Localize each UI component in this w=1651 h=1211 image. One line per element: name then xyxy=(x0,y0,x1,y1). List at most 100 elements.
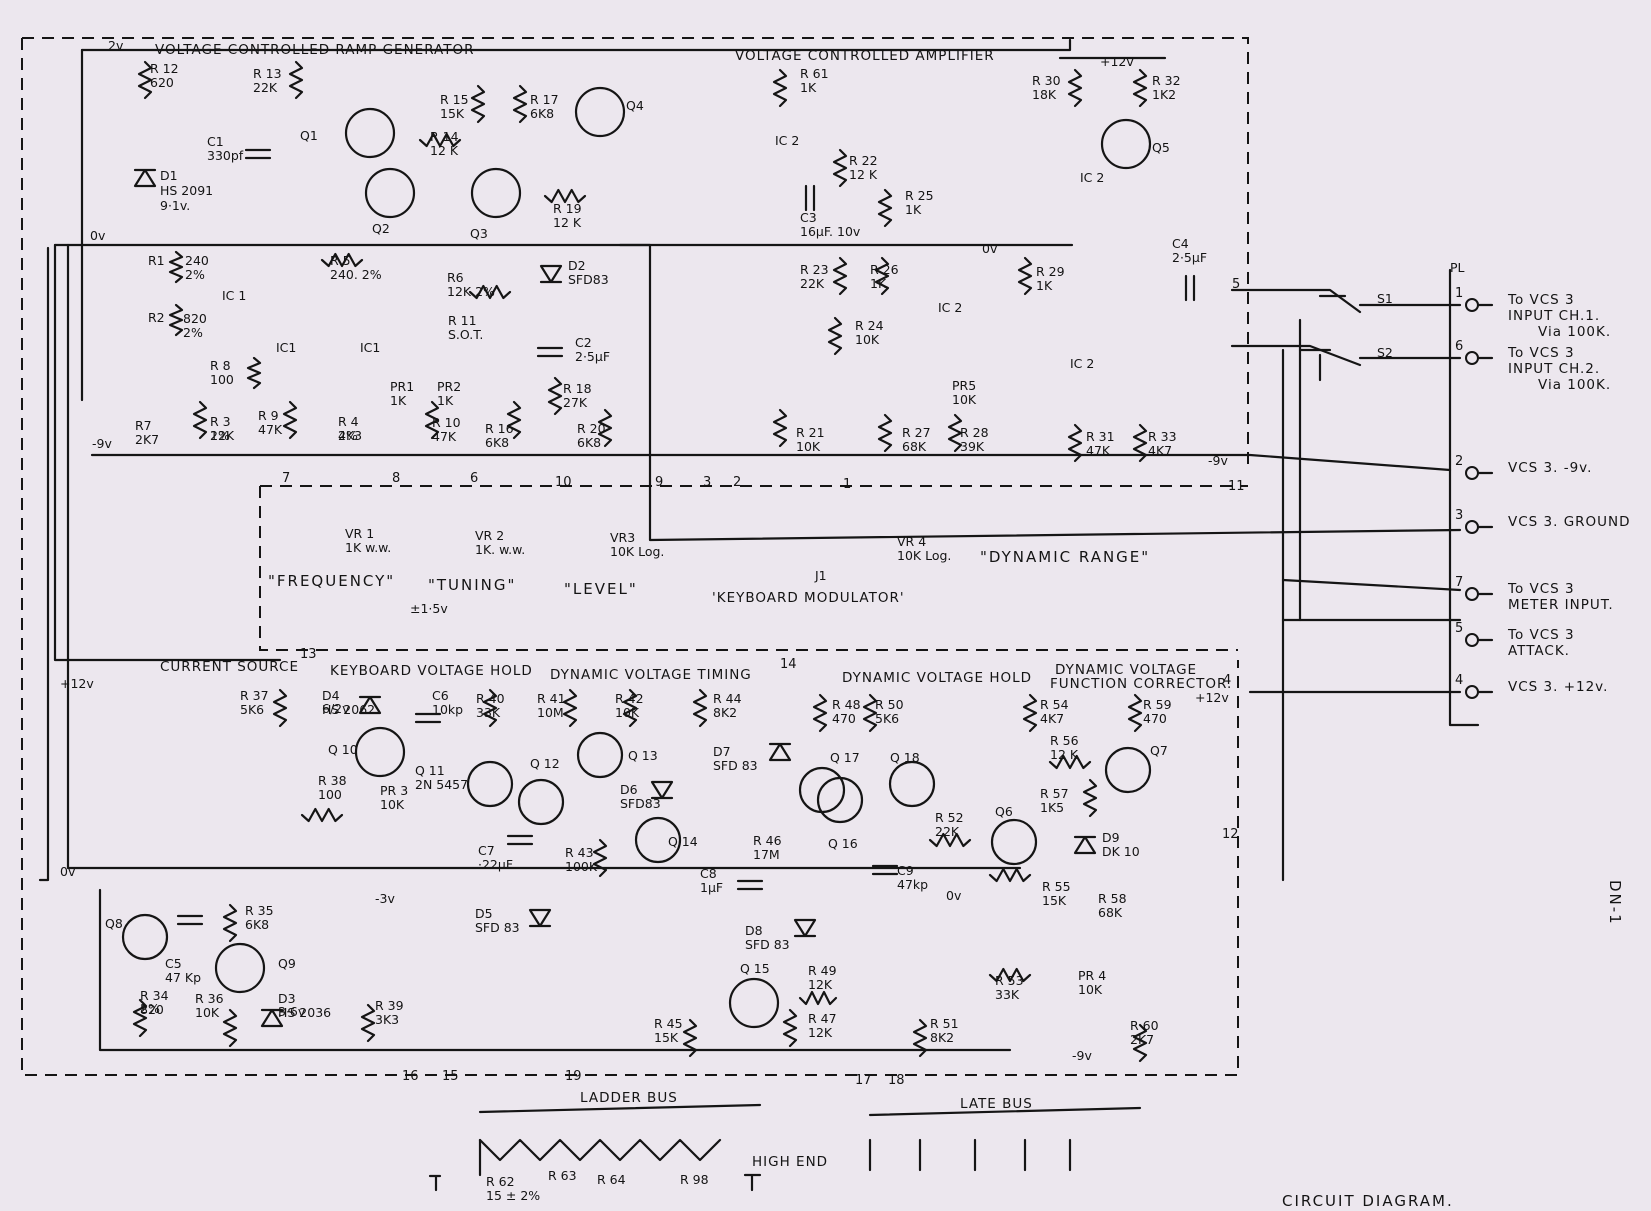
capacitor-symbol xyxy=(1184,274,1196,302)
rail-labels: 2v 0v -9v +12v +12v +12v -9v 0v -3v 0v -… xyxy=(60,38,1229,1063)
value-r33: 4K7 xyxy=(1148,443,1172,458)
value-d6: SFD83 xyxy=(620,796,661,811)
ref-vr2: VR 2 xyxy=(475,528,504,543)
rail-plus12-left: +12v xyxy=(60,676,94,691)
active-components xyxy=(133,148,1196,1028)
value-r6: 12K 2% xyxy=(447,284,495,299)
value-r39: 3K3 xyxy=(375,1012,399,1027)
ref-q18: Q 18 xyxy=(890,750,920,765)
connector-pin-6 xyxy=(1465,351,1479,365)
resistor-body xyxy=(827,316,843,356)
ref-r60: R 60 xyxy=(1130,1018,1159,1033)
capacitor-symbol xyxy=(871,864,899,876)
ref-q1: Q1 xyxy=(300,128,318,143)
ref-ic2b: IC 2 xyxy=(938,300,962,315)
resistor-body xyxy=(1127,693,1143,733)
value-d2: SFD83 xyxy=(568,272,609,287)
ref-c9: C9 xyxy=(897,863,914,878)
connector-pin-number: 3 xyxy=(1455,508,1463,523)
ref-r49: R 49 xyxy=(808,963,837,978)
resistor-body xyxy=(246,356,262,390)
ref-r57: R 57 xyxy=(1040,786,1069,801)
value-d9: DK 10 xyxy=(1102,844,1140,859)
rail-0v: 0v xyxy=(90,228,106,243)
ref-r20: R 20 xyxy=(577,421,606,436)
ref-r15: R 15 xyxy=(440,92,469,107)
ref-r29: R 29 xyxy=(1036,264,1065,279)
ref-q17: Q 17 xyxy=(830,750,860,765)
ref-d9: D9 xyxy=(1102,830,1120,845)
diode-symbol xyxy=(133,168,157,188)
pin-number: 1 xyxy=(843,477,851,492)
label-high-end: HIGH END xyxy=(752,1154,828,1170)
value-r44: 8K2 xyxy=(713,705,737,720)
transistors xyxy=(121,86,1152,1029)
ref-r37: R 37 xyxy=(240,688,269,703)
switch-area xyxy=(1230,268,1480,882)
note-d1: D1 xyxy=(160,168,178,183)
ref-r7: R7 xyxy=(135,418,152,433)
value-r54: 4K7 xyxy=(1040,711,1064,726)
resistor-body xyxy=(877,188,893,228)
rail-0v-vca: 0v xyxy=(982,241,998,256)
value-r60: 2K7 xyxy=(1130,1032,1154,1047)
resistor-body xyxy=(682,1018,698,1058)
value-r14: 12 K xyxy=(430,143,459,158)
ref-c4: C4 xyxy=(1172,236,1189,251)
pin-number: 19 xyxy=(565,1069,582,1084)
value-r17: 6K8 xyxy=(530,106,554,121)
resistor-body xyxy=(832,148,848,188)
value-r7: 2K7 xyxy=(135,432,159,447)
connector-pin-number: 1 xyxy=(1455,286,1463,301)
ref-r44: R 44 xyxy=(713,691,742,706)
ref-ic1b: IC1 xyxy=(276,340,296,355)
resistor-body xyxy=(360,1003,376,1043)
value-r49: 12K xyxy=(808,977,833,992)
pin-number: 5 xyxy=(1232,277,1240,292)
note-d4v2: 6/2v xyxy=(322,701,350,716)
value-d5: SFD 83 xyxy=(475,920,520,935)
ref-c2: C2 xyxy=(575,335,592,350)
ref-r19: R 19 xyxy=(553,201,582,216)
ref-r47: R 47 xyxy=(808,1011,837,1026)
ref-r240: 240 xyxy=(185,253,209,268)
value-r28: 39K xyxy=(960,439,985,454)
ladder-switches xyxy=(428,1103,1142,1192)
resistor-body xyxy=(282,400,298,440)
diode-symbol xyxy=(650,780,674,800)
connector-row-text: To VCS 3 xyxy=(1507,292,1575,308)
value-r19: 12 K xyxy=(553,215,582,230)
resistor-body xyxy=(1017,256,1033,296)
ref-q10: Q 10 xyxy=(328,742,358,757)
resistor-body xyxy=(772,68,788,108)
ref-ic1c: IC1 xyxy=(360,340,380,355)
ref-r48: R 48 xyxy=(832,697,861,712)
value-r23: 22K xyxy=(800,276,825,291)
value-vr3: 10K Log. xyxy=(610,544,664,559)
pin-number: 4 xyxy=(1223,673,1231,688)
resistor-body xyxy=(468,284,512,300)
resistor-body xyxy=(506,400,522,440)
ref-r4: R 4 xyxy=(338,414,359,429)
ref-pr4: PR 4 xyxy=(1078,968,1106,983)
rail-0v-mid: 0v xyxy=(946,888,962,903)
ref-c3: C3 xyxy=(800,210,817,225)
value-r34: 820 xyxy=(140,1002,164,1017)
value-r240: 2% xyxy=(185,267,205,282)
title-dynamic-voltage-hold: DYNAMIC VOLTAGE HOLD xyxy=(842,670,1032,686)
diode-symbol xyxy=(793,918,817,938)
value-r62: 15 ± 2% xyxy=(486,1188,540,1203)
resistor-body xyxy=(1048,754,1092,770)
resistor-body xyxy=(418,132,462,148)
resistor-body xyxy=(1067,68,1083,108)
ref-r2: R2 xyxy=(148,310,165,325)
ref-pr1: PR1 xyxy=(390,379,414,394)
ref-r33: R 33 xyxy=(1148,429,1177,444)
ref-r30: R 30 xyxy=(1032,73,1061,88)
ref-pr2: PR2 xyxy=(437,379,461,394)
resistor-body xyxy=(1132,1023,1148,1063)
ref-r3: R 3 xyxy=(210,414,231,429)
ref-ic1a: IC 1 xyxy=(222,288,246,303)
value-pr5: 10K xyxy=(952,392,977,407)
